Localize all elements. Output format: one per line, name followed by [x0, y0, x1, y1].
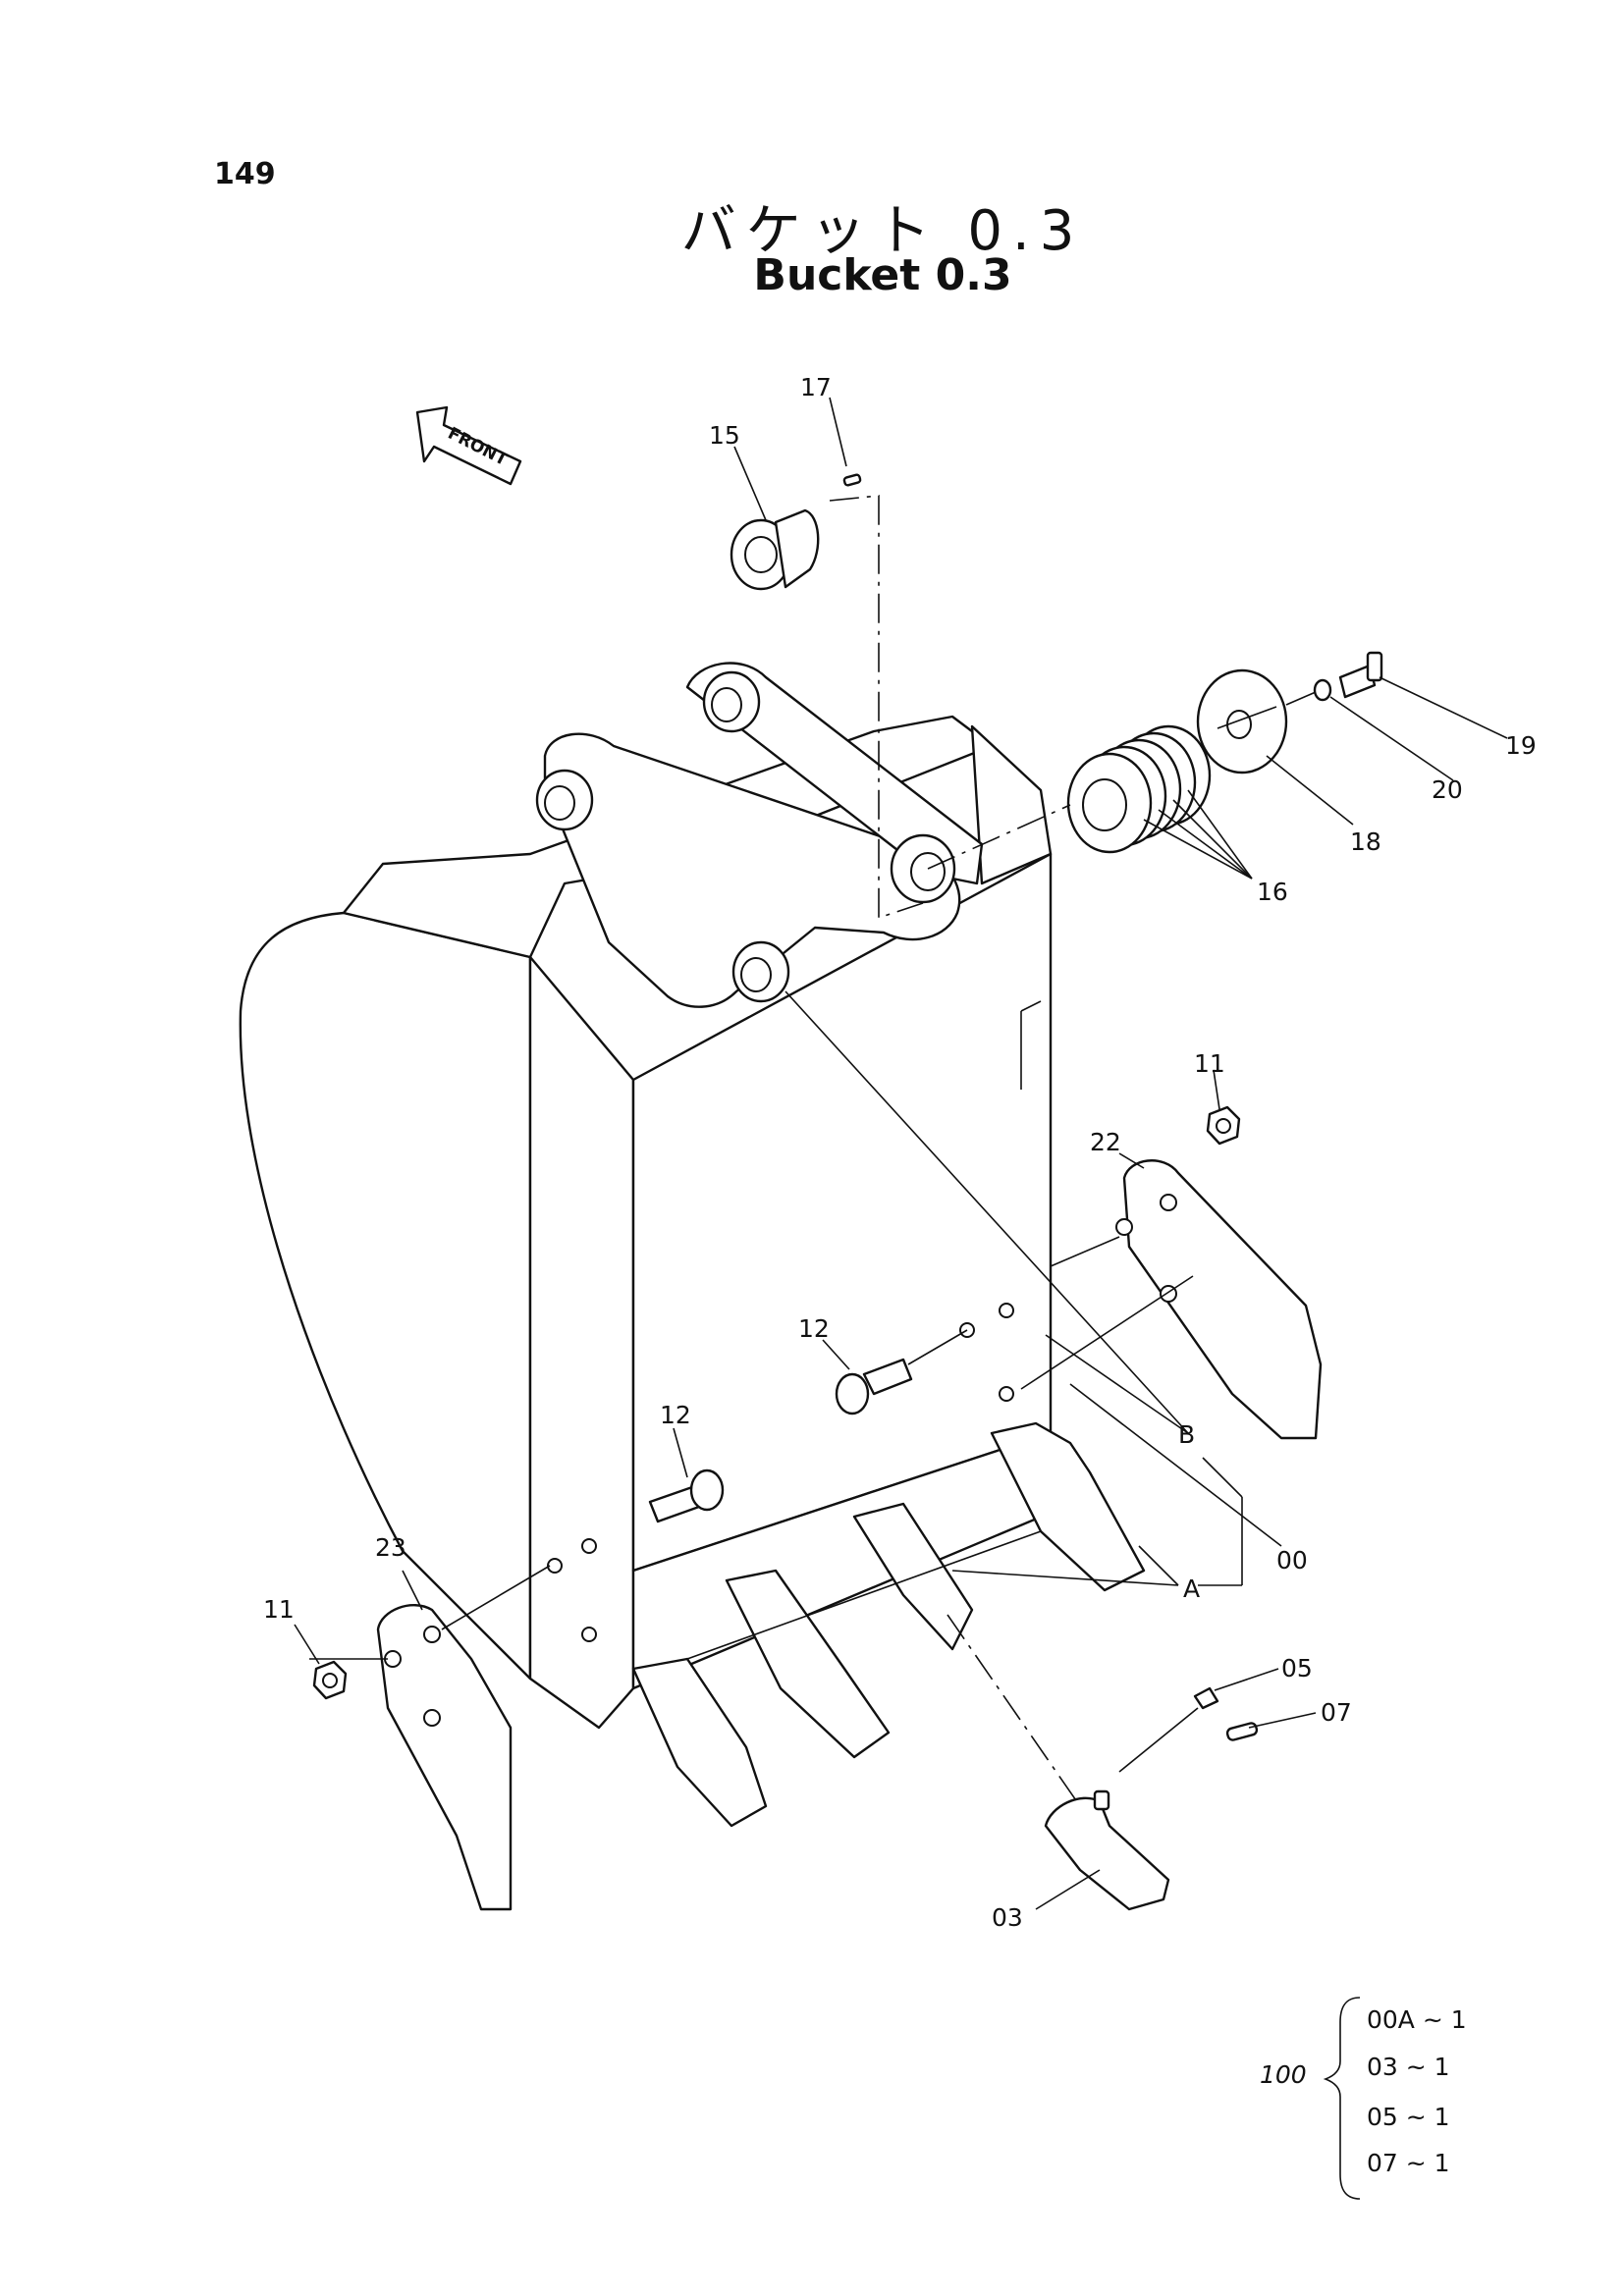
callout-B: B [1178, 1420, 1195, 1449]
shim-stack-part-16 [1066, 724, 1212, 854]
nut-part-11-lower [312, 1660, 348, 1700]
callout-23: 23 [375, 1533, 406, 1562]
nut-part-11-upper [1206, 1105, 1241, 1146]
callout-20: 20 [1432, 775, 1463, 804]
callout-12-lower: 12 [660, 1401, 691, 1429]
callout-15: 15 [709, 421, 740, 450]
front-arrow-icon: FRONT [415, 405, 522, 486]
callout-17: 17 [800, 373, 832, 401]
title-english: Bucket 0.3 [753, 250, 1012, 300]
callout-22: 22 [1090, 1128, 1121, 1156]
callout-07: 07 [1321, 1698, 1352, 1727]
kit-item: 07 ~ 1 [1367, 2149, 1450, 2177]
side-cutter-part-23 [376, 1604, 513, 1911]
kit-item: 03 ~ 1 [1367, 2053, 1450, 2081]
plate-part-18 [1196, 668, 1288, 774]
pin-part-07 [1225, 1722, 1259, 1741]
bushing-part-15 [730, 508, 820, 591]
callout-12-upper: 12 [798, 1314, 830, 1343]
callout-labels: 17 15 19 20 18 16 11 22 12 12 B 00 A 23 … [263, 373, 1537, 1932]
kit-composition: 100 00A ~ 1 03 ~ 1 05 ~ 1 07 ~ 1 [1260, 1997, 1467, 2200]
bolt-part-19 [1338, 651, 1383, 699]
page-number: 149 [214, 157, 276, 191]
linkage-brackets [535, 662, 984, 1008]
callout-A: A [1183, 1575, 1200, 1603]
callout-03: 03 [992, 1903, 1023, 1932]
pin-part-17 [842, 473, 862, 487]
side-cutter-part-22 [1115, 1159, 1323, 1440]
callout-11-lower: 11 [263, 1595, 295, 1624]
bolt-part-12-lower [648, 1468, 725, 1523]
leader-lines [294, 397, 1508, 1910]
callout-11-upper: 11 [1194, 1049, 1225, 1078]
bolt-part-12-upper [835, 1358, 913, 1415]
callout-00: 00 [1276, 1546, 1308, 1575]
lock-part-05 [1193, 1686, 1219, 1710]
kit-item: 00A ~ 1 [1367, 2005, 1467, 2034]
callout-19: 19 [1505, 731, 1537, 760]
kit-item: 05 ~ 1 [1367, 2103, 1450, 2131]
callout-05: 05 [1281, 1654, 1313, 1682]
callout-18: 18 [1350, 828, 1381, 856]
tooth-point-part-03 [1044, 1789, 1170, 1911]
bucket-teeth [631, 1421, 1146, 1828]
kit-assembly-number: 100 [1260, 2060, 1307, 2089]
callout-16: 16 [1257, 878, 1288, 906]
washer-part-20 [1313, 678, 1332, 702]
title-japanese: バケット 0.3 [680, 199, 1085, 263]
